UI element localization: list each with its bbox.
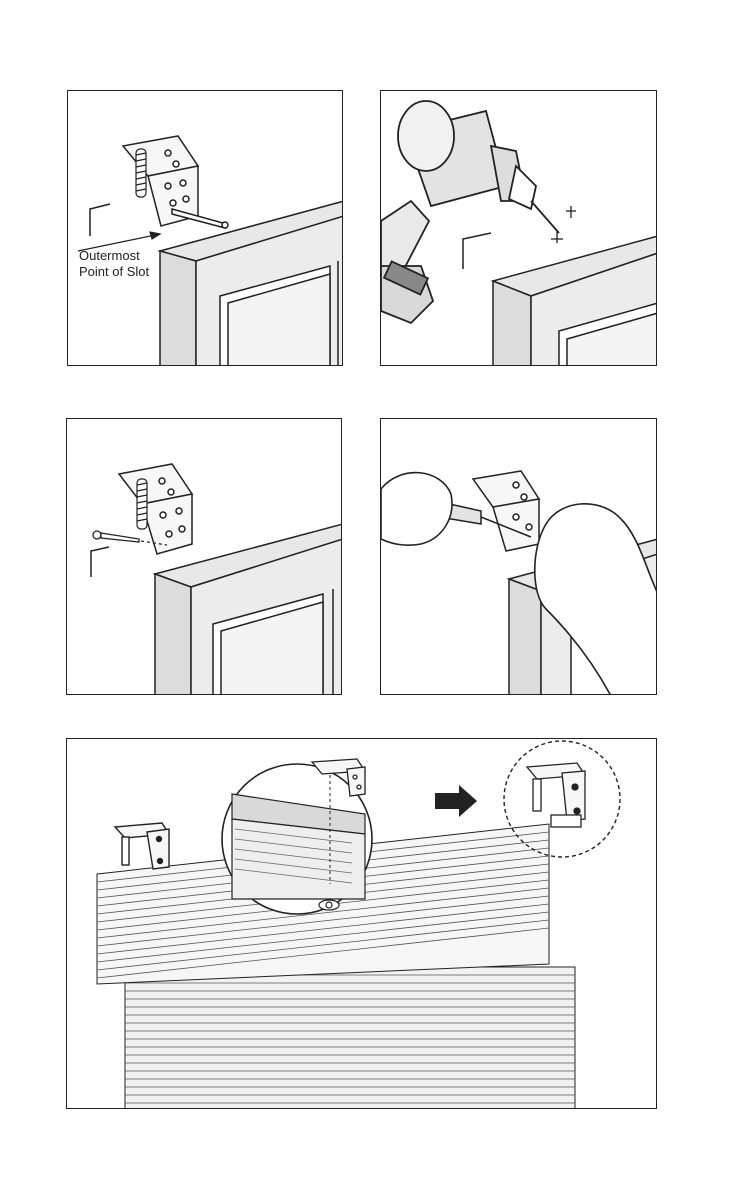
- step-5-panel: [66, 738, 657, 1109]
- mounting-bracket-icon: [471, 470, 541, 552]
- corner-marker: [89, 203, 111, 236]
- window-frame: [490, 235, 656, 365]
- step-3-illustration: [90, 463, 341, 694]
- wing-nut-icon: [318, 899, 340, 911]
- screw-icon: [92, 530, 168, 546]
- corner-marker: [90, 546, 110, 577]
- mounting-bracket-icon: [113, 822, 171, 870]
- mounting-bracket-icon: [121, 135, 200, 227]
- corner-marker: [462, 232, 492, 269]
- window-frame: [157, 200, 342, 365]
- drill-icon: [381, 100, 560, 325]
- step-1-panel: Outermost Point of Slot: [67, 90, 343, 366]
- zoom-detail-circle: [221, 758, 373, 915]
- callout-arrow: [77, 231, 162, 252]
- step-4-illustration: [381, 470, 656, 694]
- callout-text-line-1: Outermost: [79, 248, 140, 263]
- step-1-illustration: Outermost Point of Slot: [77, 135, 342, 365]
- callout-text-line-2: Point of Slot: [79, 264, 149, 279]
- shade-slat-lines-lower: [125, 974, 575, 1104]
- cellular-shade-lower: [124, 966, 576, 1108]
- hand-icon: [381, 471, 656, 694]
- threaded-rod-icon: [136, 478, 148, 530]
- threaded-rod-icon: [135, 148, 147, 198]
- step-5-illustration: [96, 740, 621, 1108]
- mounting-bracket-icon: [310, 758, 367, 797]
- step-2-panel: [380, 90, 657, 366]
- window-frame: [152, 523, 341, 694]
- step-2-illustration: [381, 100, 656, 365]
- step-4-panel: [380, 418, 657, 695]
- drill-target-marks: [551, 206, 576, 243]
- step-3-panel: [66, 418, 342, 695]
- dashed-detail-circle: [503, 740, 621, 858]
- arrow-right-icon: [435, 785, 477, 817]
- marking-pin-icon: [171, 208, 229, 230]
